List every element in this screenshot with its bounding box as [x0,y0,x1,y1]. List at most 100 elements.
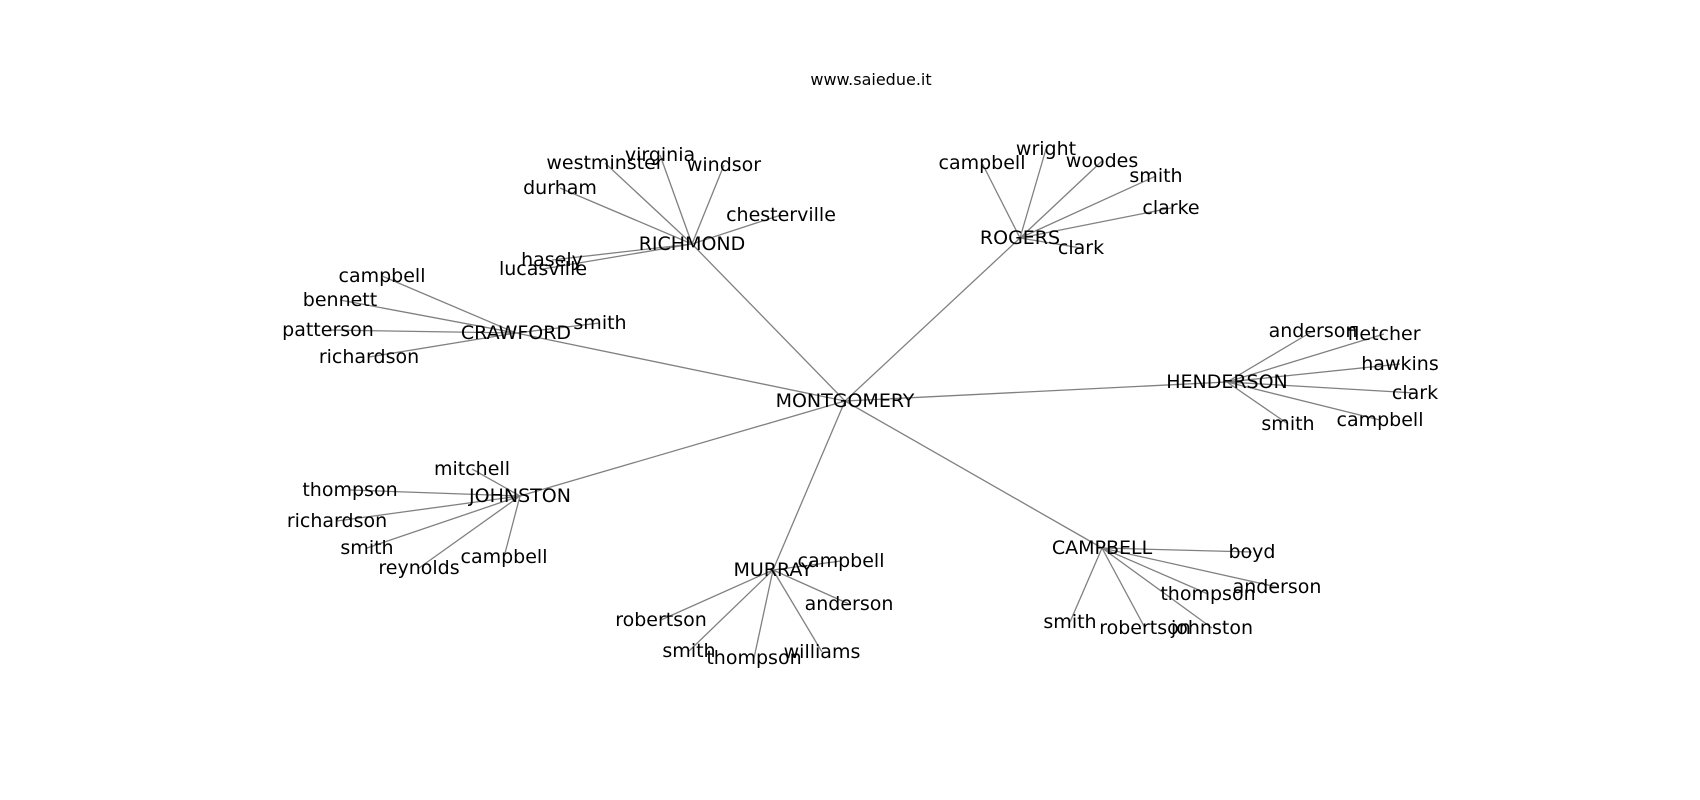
edge-root-rogers [844,237,1021,402]
edge-murray-anderson [772,569,850,605]
edge-campbell-boyd [1101,547,1253,553]
edges-layer [327,148,1416,659]
leaf-node-richardson: richardson [319,346,419,368]
leaf-node-campbell: campbell [1337,409,1424,431]
edge-richmond-hasely [551,243,693,261]
leaf-node-anderson: anderson [1269,320,1358,342]
edge-rogers-wright [1019,148,1047,239]
edge-root-richmond [691,243,846,402]
leaf-node-windsor: windsor [687,154,761,176]
leaf-node-mitchell: mitchell [434,458,510,480]
edge-richmond-lucasville [542,243,693,270]
labels-layer: MONTGOMERY RICHMOND westminstervirginiawin… [282,138,1439,669]
leaf-node-anderson: anderson [805,593,894,615]
leaf-node-robertson: robertson [615,609,707,631]
edge-johnston-richardson [336,495,521,522]
leaf-node-johnston: johnston [1170,617,1253,639]
hub-node-crawford: CRAWFORD [461,322,571,344]
leaf-node-bennett: bennett [303,289,377,311]
edge-campbell-robertson [1101,547,1146,629]
edge-crawford-patterson [327,329,517,334]
edge-campbell-thompson [1101,547,1209,595]
edge-root-campbell [844,400,1103,549]
edge-root-johnston [519,400,846,497]
leaf-node-westminster: westminster [546,152,663,174]
leaf-node-clarke: clarke [1142,197,1199,219]
leaf-node-boyd: boyd [1229,541,1276,563]
leaf-node-durham: durham [523,177,597,199]
hub-node-richmond: RICHMOND [639,233,746,255]
leaf-node-richardson: richardson [287,510,387,532]
edge-johnston-reynolds [418,495,521,569]
leaf-node-thompson: thompson [706,647,801,669]
leaf-node-clark: clark [1392,382,1438,404]
hub-node-henderson: HENDERSON [1166,371,1288,393]
edge-murray-campbell [772,560,842,571]
edge-henderson-campbell [1226,381,1381,421]
leaf-node-clark: clark [1058,237,1104,259]
leaf-node-campbell: campbell [798,550,885,572]
edge-johnston-mitchell [471,468,521,497]
leaf-node-fletcher: fletcher [1347,323,1420,345]
edge-campbell-johnston [1101,547,1213,629]
leaf-node-williams: williams [784,641,861,663]
leaf-node-smith: smith [1261,413,1314,435]
leaf-node-anderson: anderson [1233,576,1322,598]
hub-node-rogers: ROGERS [980,227,1060,249]
page-title: www.saiedue.it [810,70,932,89]
leaf-node-smith: smith [1043,611,1096,633]
edge-henderson-smith [1226,381,1289,425]
leaf-node-lucasville: lucasville [499,258,587,280]
leaf-node-hasely: hasely [521,249,583,271]
edge-rogers-woodes [1019,160,1103,239]
leaf-node-hawkins: hawkins [1361,353,1438,375]
edge-root-murray [772,400,846,571]
edge-henderson-fletcher [1226,333,1385,383]
edge-johnston-thompson [349,489,521,497]
edge-crawford-campbell [381,275,517,334]
leaf-node-campbell: campbell [461,546,548,568]
edge-root-henderson [844,381,1228,402]
leaf-node-smith: smith [340,537,393,559]
edge-richmond-windsor [691,164,725,245]
edge-richmond-westminster [604,162,693,245]
hub-node-murray: MURRAY [733,559,812,581]
edge-rogers-campbell [981,162,1021,239]
edge-richmond-virginia [659,154,693,245]
edge-murray-robertson [660,569,774,621]
leaf-node-chesterville: chesterville [726,204,836,226]
hub-node-johnston: JOHNSTON [468,485,571,507]
edge-henderson-clark [1226,381,1416,394]
leaf-node-smith: smith [662,640,715,662]
edge-henderson-anderson [1226,330,1314,383]
edge-richmond-durham [559,187,693,245]
leaf-node-thompson: thompson [1160,583,1255,605]
leaf-node-wright: wright [1016,138,1076,160]
edge-rogers-smith [1019,175,1157,239]
edge-campbell-smith [1069,547,1103,623]
leaf-node-patterson: patterson [282,319,374,341]
edge-murray-williams [772,569,823,653]
edge-rogers-clarke [1019,207,1172,239]
edge-richmond-chesterville [691,214,782,245]
edge-murray-smith [688,569,774,652]
root-node-label: MONTGOMERY [776,390,915,412]
edge-root-crawford [515,332,846,402]
leaf-node-smith: smith [573,312,626,334]
leaf-node-smith: smith [1129,165,1182,187]
leaf-node-virginia: virginia [625,144,695,166]
edge-johnston-campbell [503,495,521,558]
leaf-node-woodes: woodes [1066,150,1138,172]
hub-node-campbell: CAMPBELL [1052,537,1153,559]
edge-murray-thompson [753,569,774,659]
edge-campbell-anderson [1101,547,1278,588]
leaf-node-reynolds: reynolds [378,557,459,579]
edge-johnston-smith [366,495,521,549]
edge-henderson-hawkins [1226,363,1401,383]
edge-crawford-richardson [368,332,517,358]
edge-crawford-smith [515,322,601,334]
leaf-node-campbell: campbell [939,152,1026,174]
edge-crawford-bennett [339,299,517,334]
leaf-node-campbell: campbell [339,265,426,287]
